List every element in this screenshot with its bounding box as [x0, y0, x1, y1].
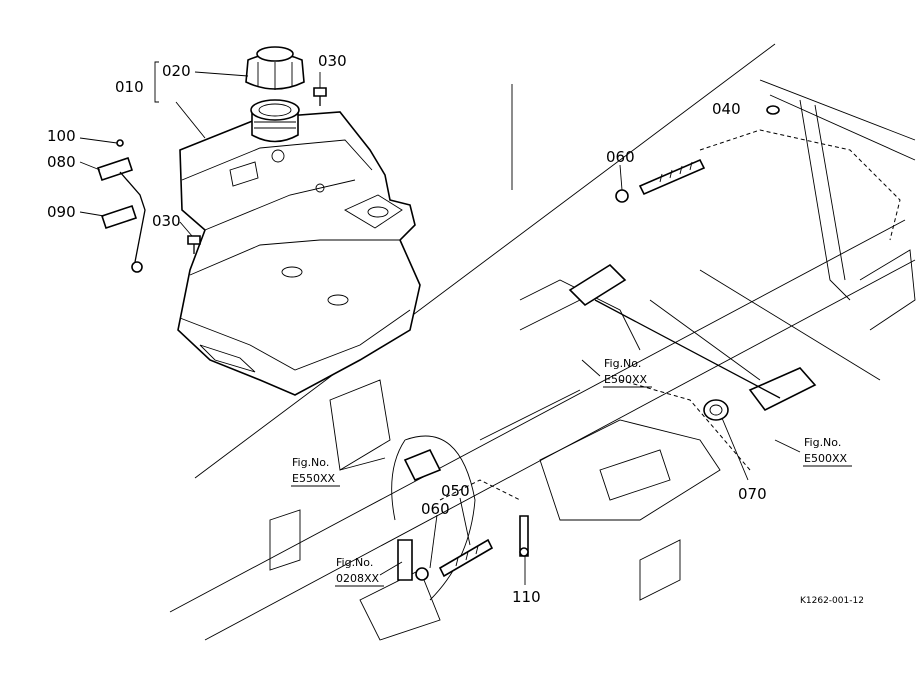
callout-030-upper: 030	[318, 52, 347, 70]
fig-ref-0208xx: Fig.No. 0208XX	[335, 556, 384, 587]
drawing-code: K1262-001-12	[800, 596, 864, 606]
fig-ref-code: 0208XX	[336, 572, 380, 585]
leader-lines	[79, 61, 801, 585]
callout-020: 020	[162, 62, 191, 80]
callout-090: 090	[47, 203, 76, 221]
callout-030-lower: 030	[152, 212, 181, 230]
callout-060-upper: 060	[606, 148, 635, 166]
callout-050: 050	[441, 482, 470, 500]
callout-010: 010	[115, 78, 144, 96]
fuel-hose-lower	[397, 538, 494, 581]
grommet-040	[766, 105, 780, 115]
fig-ref-label: Fig.No.	[804, 436, 841, 449]
bolt-030-upper	[313, 87, 327, 106]
fuel-tank	[177, 111, 421, 396]
fig-ref-code: E500XX	[604, 373, 647, 386]
fig-ref-label: Fig.No.	[604, 357, 641, 370]
callout-070: 070	[738, 485, 767, 503]
filler-neck	[250, 99, 300, 143]
fig-ref-label: Fig.No.	[336, 556, 373, 569]
fuel-hose-upper	[615, 158, 706, 203]
fuel-gauge-assembly	[96, 139, 146, 273]
pivot-brackets	[568, 263, 817, 412]
frame-outline	[169, 43, 916, 641]
fig-ref-e500xx-right: Fig.No. E500XX	[803, 436, 852, 467]
detail-inset	[391, 435, 476, 601]
callout-110: 110	[512, 588, 541, 606]
figure-references: Fig.No. E500XX Fig.No. E500XX Fig.No. E5…	[291, 357, 852, 587]
callout-labels: 010 020 030 030 040 050 060 060 070 080 …	[47, 52, 767, 606]
fig-ref-code: E500XX	[804, 452, 847, 465]
callout-040: 040	[712, 100, 741, 118]
fuel-cap	[245, 46, 305, 90]
fig-ref-e550xx: Fig.No. E550XX	[291, 456, 340, 487]
fig-ref-label: Fig.No.	[292, 456, 329, 469]
fig-ref-e500xx-center: Fig.No. E500XX	[603, 357, 652, 388]
bolt-030-lower	[187, 235, 201, 254]
rod-110	[519, 515, 529, 557]
callout-080: 080	[47, 153, 76, 171]
clamp-070	[703, 399, 729, 421]
fig-ref-code: E550XX	[292, 472, 335, 485]
callout-100: 100	[47, 127, 76, 145]
callout-060-lower: 060	[421, 500, 450, 518]
